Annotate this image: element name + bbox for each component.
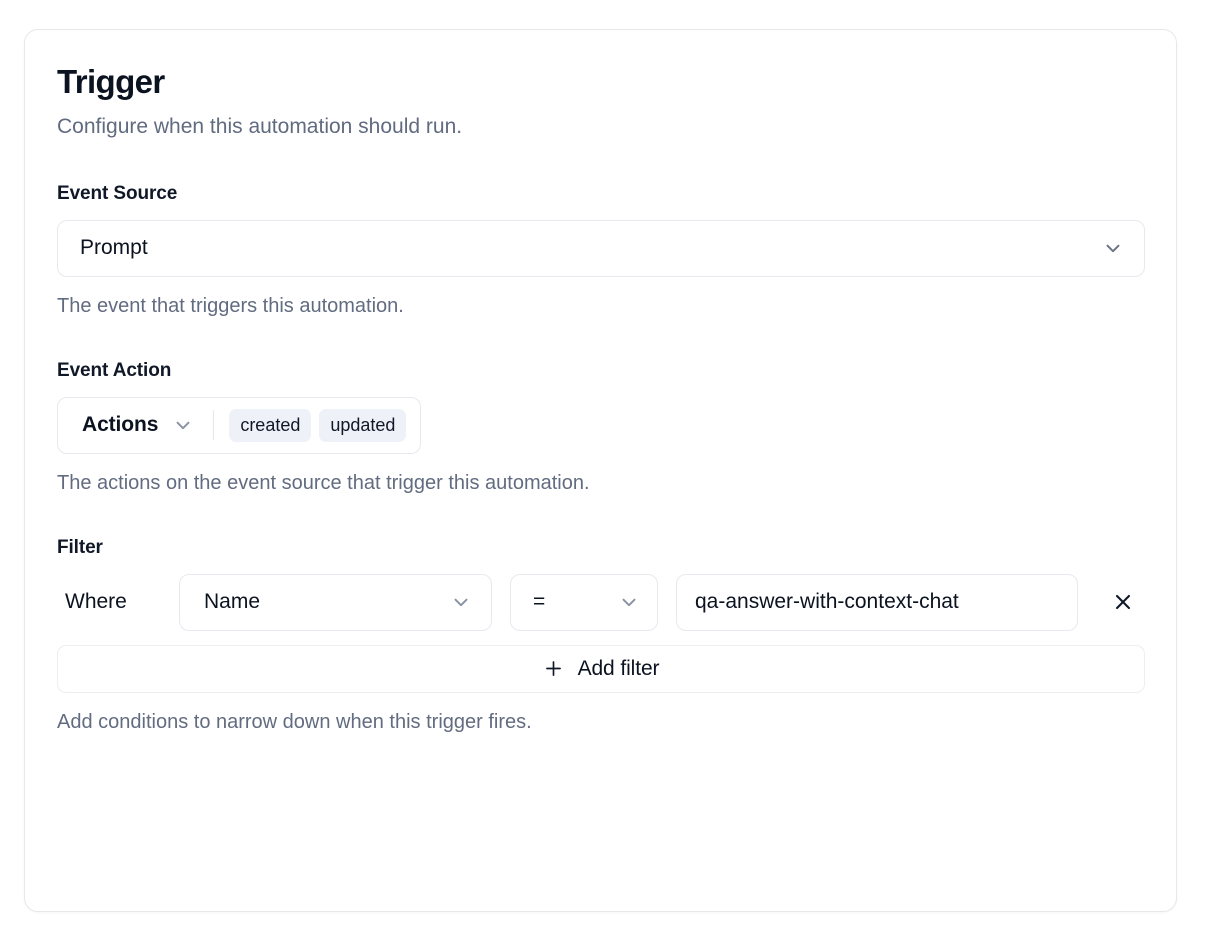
filter-operator-select[interactable]: = bbox=[510, 573, 658, 631]
event-action-dropdown-label: Actions bbox=[82, 413, 159, 437]
chevron-down-icon bbox=[1102, 237, 1124, 259]
event-source-block: Event Source Prompt The event that trigg… bbox=[57, 182, 1145, 319]
event-action-block: Event Action Actions created updated The… bbox=[57, 360, 1144, 496]
page-subtitle: Configure when this automation should ru… bbox=[57, 115, 463, 139]
filter-field-value: Name bbox=[204, 590, 261, 614]
filter-field-select[interactable]: Name bbox=[179, 573, 492, 631]
event-action-label: Event Action bbox=[57, 359, 172, 381]
remove-filter-button[interactable] bbox=[1103, 582, 1143, 622]
chevron-down-icon bbox=[450, 591, 472, 613]
divider bbox=[213, 410, 215, 441]
page-title: Trigger bbox=[57, 63, 165, 100]
event-source-select[interactable]: Prompt bbox=[57, 219, 1145, 277]
filter-row: Where Name = bbox=[57, 573, 1144, 631]
filter-operator-value: = bbox=[533, 590, 546, 614]
filter-value-input[interactable] bbox=[676, 573, 1078, 631]
filter-label: Filter bbox=[57, 536, 103, 558]
event-action-chip-created[interactable]: created bbox=[229, 408, 312, 442]
add-filter-label: Add filter bbox=[577, 656, 660, 680]
chevron-down-icon bbox=[172, 414, 194, 436]
event-action-chip-list: created updated bbox=[229, 408, 407, 442]
add-filter-button[interactable]: Add filter bbox=[57, 644, 1145, 693]
event-source-label: Event Source bbox=[57, 182, 178, 204]
where-label: Where bbox=[65, 590, 127, 614]
event-action-combo: Actions created updated bbox=[57, 396, 422, 454]
trigger-card: Trigger Configure when this automation s… bbox=[24, 29, 1177, 912]
event-action-chip-updated[interactable]: updated bbox=[319, 408, 407, 442]
event-action-help: The actions on the event source that tri… bbox=[57, 471, 590, 494]
plus-icon bbox=[543, 658, 564, 679]
event-source-value: Prompt bbox=[80, 236, 148, 260]
close-icon bbox=[1112, 591, 1134, 613]
filter-help: Add conditions to narrow down when this … bbox=[57, 710, 532, 733]
chevron-down-icon bbox=[618, 591, 640, 613]
event-action-dropdown-trigger[interactable]: Actions bbox=[82, 413, 194, 437]
filter-block: Filter Where Name = bbox=[57, 536, 1145, 735]
event-source-help: The event that triggers this automation. bbox=[57, 294, 404, 317]
